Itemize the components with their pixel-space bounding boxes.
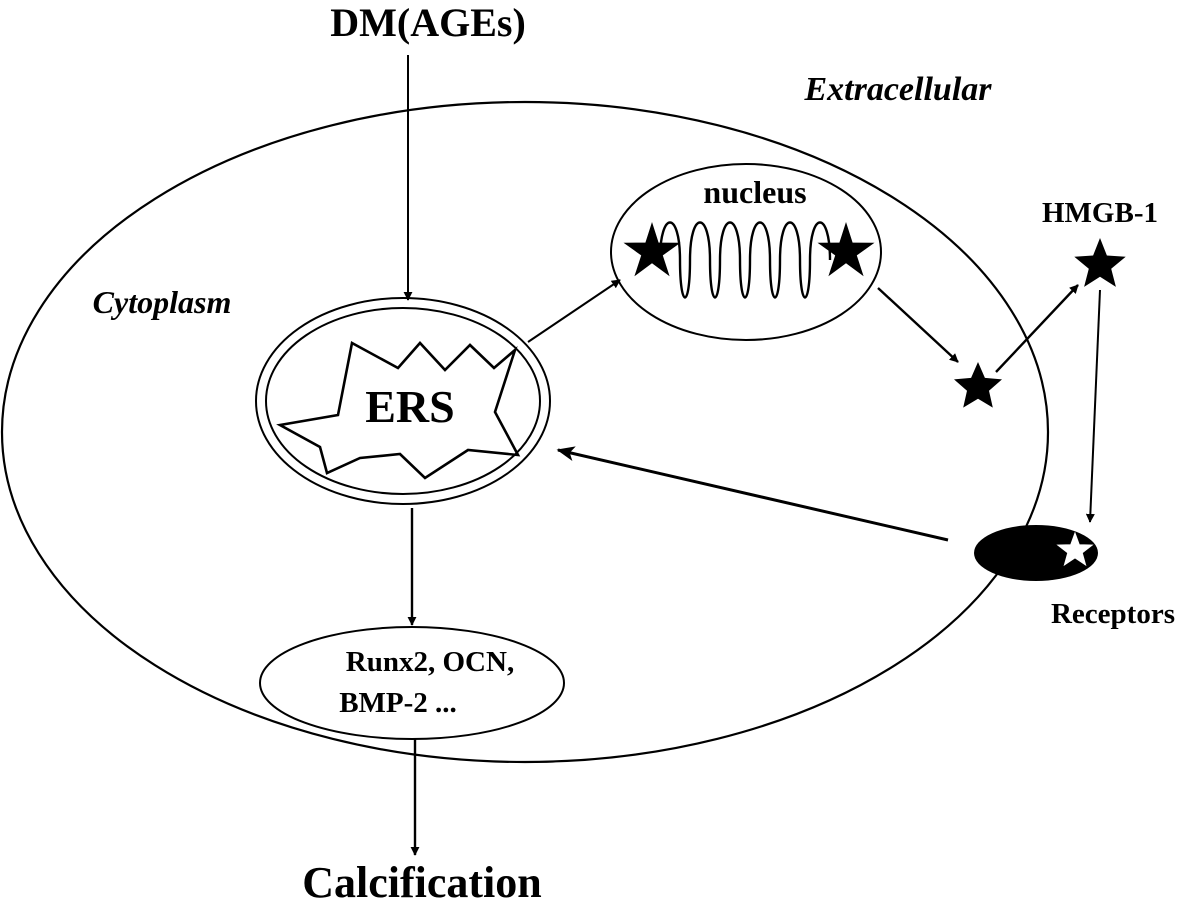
markers-line-1: Runx2, OCN, [346, 646, 514, 678]
dna-coil [658, 221, 832, 299]
arrow-nucleus-to-hmgb1 [877, 287, 959, 363]
star-icon [623, 222, 681, 277]
arrow-hmgb1-secretion [995, 284, 1079, 373]
arrow-hmgb1-to-receptor [1085, 289, 1101, 523]
ers-jagged-shape [276, 341, 521, 480]
arrow-receptor-to-ers [556, 446, 949, 542]
ers-label: ERS [365, 381, 454, 432]
arrow-ers-to-nucleus [527, 279, 621, 343]
star-icon [817, 222, 875, 277]
star-icon [954, 362, 1002, 408]
receptor-with-star-slot-icon [974, 525, 1098, 581]
receptors-label: Receptors [1051, 598, 1175, 630]
markers-line-2: BMP-2 ... [339, 687, 457, 719]
cell-membrane [0, 100, 1050, 764]
nucleus: nucleus [610, 163, 882, 341]
nucleus-label: nucleus [703, 174, 806, 210]
hmgb1-label: HMGB-1 [1042, 197, 1158, 229]
star-icon [1074, 238, 1126, 287]
extracellular-label: Extracellular [803, 71, 992, 108]
cytoplasm-label: Cytoplasm [93, 284, 232, 320]
osteogenic-markers: Runx2, OCN, BMP-2 ... [259, 626, 565, 740]
ers-organelle: ERS [255, 297, 551, 505]
output-label: Calcification [302, 858, 542, 902]
input-label: DM(AGEs) [330, 0, 526, 45]
